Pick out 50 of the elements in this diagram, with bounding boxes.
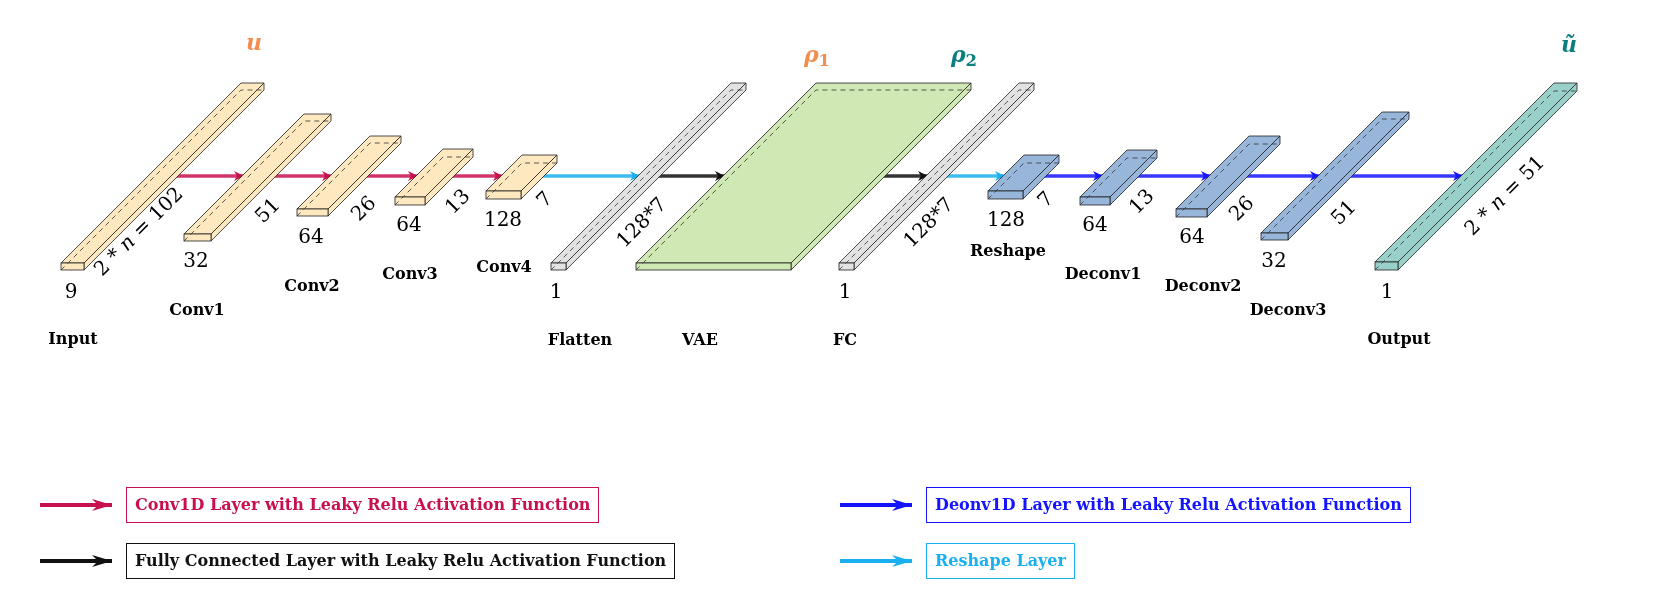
dimension-label: 7 bbox=[532, 187, 556, 211]
variable-label: ρ$_{1}$ bbox=[803, 43, 831, 65]
layer-name: Conv3 bbox=[382, 266, 438, 282]
legend-label: Deonv1D Layer with Leaky Relu Activation Function bbox=[926, 487, 1411, 523]
dimension-label: 26 bbox=[346, 191, 380, 225]
layer-name: Deconv1 bbox=[1064, 266, 1142, 282]
dimension-label: 32 bbox=[1261, 250, 1287, 270]
arrow bbox=[881, 171, 928, 181]
layer-name: Output bbox=[1367, 331, 1431, 347]
layer-name: Flatten bbox=[547, 332, 613, 348]
legend-label: Fully Connected Layer with Leaky Relu Activation Function bbox=[126, 543, 676, 579]
variable-label: ũ bbox=[1561, 33, 1577, 55]
arrow bbox=[656, 171, 725, 181]
dimension-label: 32 bbox=[183, 250, 209, 270]
layer-name: Conv1 bbox=[169, 302, 225, 318]
dimension-label: 2 *n = 51 bbox=[1460, 151, 1548, 239]
variable-label: ρ$_{2}$ bbox=[950, 43, 978, 65]
layer-name: Deconv2 bbox=[1164, 278, 1242, 294]
layer-name: VAE bbox=[682, 332, 718, 348]
dimension-label: 128 bbox=[986, 209, 1026, 229]
dimension-label: 51 bbox=[1326, 195, 1360, 229]
layer-slab bbox=[551, 83, 746, 270]
layer-name: Reshape bbox=[970, 243, 1046, 259]
legend-label: Reshape Layer bbox=[926, 543, 1075, 579]
layer-slab bbox=[1375, 83, 1577, 270]
arrow bbox=[944, 171, 1005, 181]
variable-label: u bbox=[246, 31, 262, 53]
layer-name: FC bbox=[832, 332, 858, 348]
dimension-label: 64 bbox=[396, 214, 422, 234]
dimension-label: 13 bbox=[440, 184, 474, 218]
arrow bbox=[174, 171, 244, 181]
dimension-label: 7 bbox=[1033, 187, 1057, 211]
layer-slab bbox=[1261, 112, 1409, 240]
dimension-label: 1 bbox=[838, 281, 852, 301]
dimension-label: 128 bbox=[483, 209, 523, 229]
dimension-label: 1 bbox=[549, 281, 563, 301]
layer-name: Conv4 bbox=[476, 259, 532, 275]
dimension-label: 1 bbox=[1380, 281, 1394, 301]
dimension-label: 64 bbox=[1082, 214, 1108, 234]
dimension-label: 64 bbox=[1179, 226, 1205, 246]
dimension-label: 9 bbox=[64, 281, 78, 301]
layer-slab bbox=[184, 114, 331, 241]
layer-name: Input bbox=[48, 331, 98, 347]
legend-label: Conv1D Layer with Leaky Relu Activation Function bbox=[126, 487, 600, 523]
dimension-label: 64 bbox=[298, 226, 324, 246]
layer-name: Conv2 bbox=[284, 278, 340, 294]
dimension-label: 26 bbox=[1224, 191, 1258, 225]
dimension-label: 51 bbox=[250, 193, 284, 227]
layer-name: Deconv3 bbox=[1249, 302, 1327, 318]
dimension-label: 13 bbox=[1124, 184, 1158, 218]
